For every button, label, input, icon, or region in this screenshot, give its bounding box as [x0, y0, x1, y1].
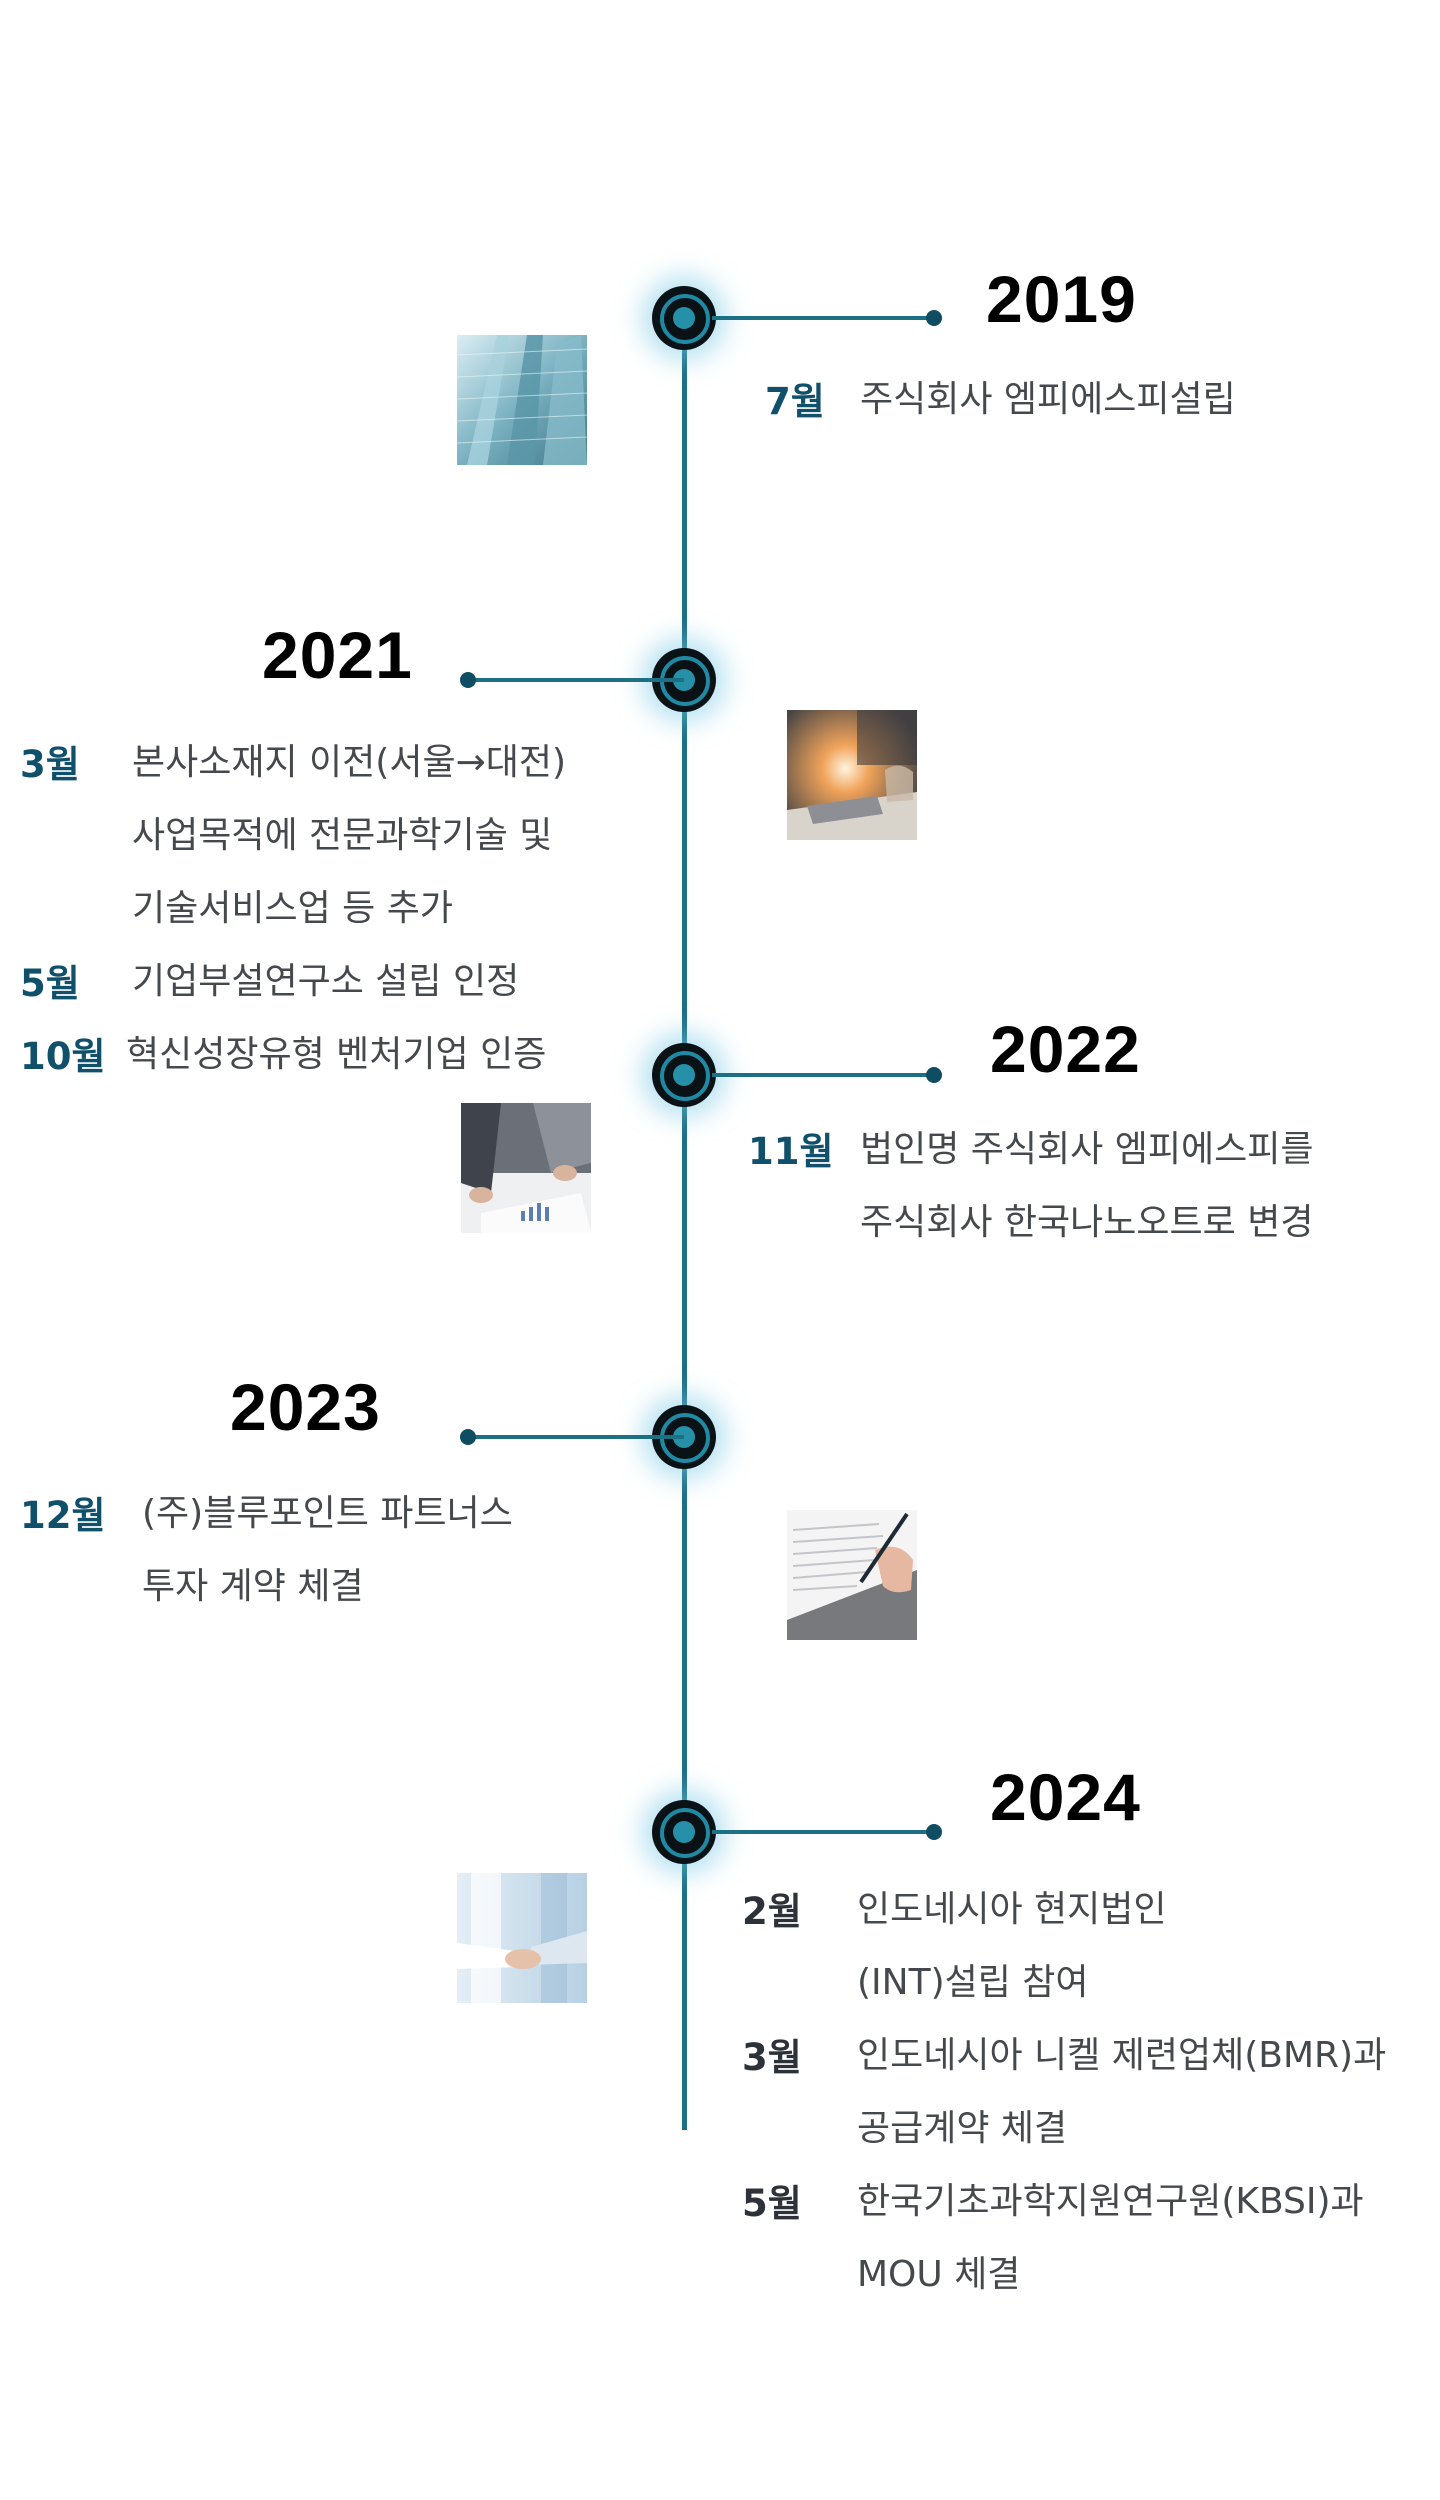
month-label: 12월	[20, 1494, 106, 1537]
year-2022: 2022	[990, 1012, 1141, 1086]
event-text: 기술서비스업 등 추가	[132, 888, 453, 929]
month-label: 2월	[742, 1890, 802, 1933]
handshake-photo	[457, 1873, 587, 2003]
event-text: (주)블루포인트 파트너스	[142, 1493, 513, 1534]
connector-2019	[712, 316, 934, 320]
event-text: 인도네시아 현지법인	[857, 1889, 1167, 1930]
month-label: 3월	[742, 2036, 802, 2079]
month-label: 3월	[20, 743, 80, 786]
month-label: 5월	[742, 2182, 802, 2225]
event-text: 혁신성장유형 벤처기업 인증	[126, 1034, 547, 1075]
contract-signing-photo	[787, 1510, 917, 1640]
event-text: 본사소재지 이전(서울→대전)	[132, 742, 567, 783]
event-text: MOU 체결	[857, 2254, 1021, 2295]
year-2024: 2024	[990, 1760, 1141, 1834]
connector-2023	[468, 1435, 684, 1439]
glass-building-photo	[457, 335, 587, 465]
connector-dot-2023	[460, 1429, 476, 1445]
event-text: 공급계약 체결	[857, 2108, 1068, 2149]
event-text: 투자 계약 체결	[142, 1566, 364, 1607]
year-2019: 2019	[986, 262, 1137, 336]
event-text: 주식회사 한국나노오트로 변경	[860, 1202, 1314, 1243]
connector-dot-2024	[926, 1824, 942, 1840]
event-text: 법인명 주식회사 엠피에스피를	[860, 1129, 1314, 1170]
connector-2024	[712, 1830, 934, 1834]
year-2023: 2023	[230, 1370, 381, 1444]
month-label: 10월	[20, 1035, 106, 1078]
laptop-work-photo	[787, 710, 917, 840]
connector-dot-2019	[926, 310, 942, 326]
event-text: 한국기초과학지원연구원(KBSI)과	[857, 2181, 1364, 2222]
connector-2021	[468, 678, 684, 682]
business-meeting-photo	[461, 1103, 591, 1233]
month-label: 5월	[20, 962, 80, 1005]
month-label: 7월	[765, 380, 825, 423]
connector-dot-2022	[926, 1067, 942, 1083]
connector-2022	[712, 1073, 934, 1077]
year-2021: 2021	[262, 618, 413, 692]
timeline-node-2022	[652, 1043, 716, 1107]
month-label: 11월	[748, 1130, 834, 1173]
event-text: 사업목적에 전문과학기술 및	[132, 815, 553, 856]
event-text: 인도네시아 니켈 제련업체(BMR)과	[857, 2035, 1387, 2076]
timeline-node-2019	[652, 286, 716, 350]
timeline-line	[682, 318, 687, 2130]
timeline-node-2024	[652, 1800, 716, 1864]
connector-dot-2021	[460, 672, 476, 688]
event-text: 주식회사 엠피에스피설립	[860, 379, 1236, 420]
event-text: (INT)설립 참여	[857, 1962, 1089, 2003]
event-text: 기업부설연구소 설립 인정	[132, 961, 520, 1002]
